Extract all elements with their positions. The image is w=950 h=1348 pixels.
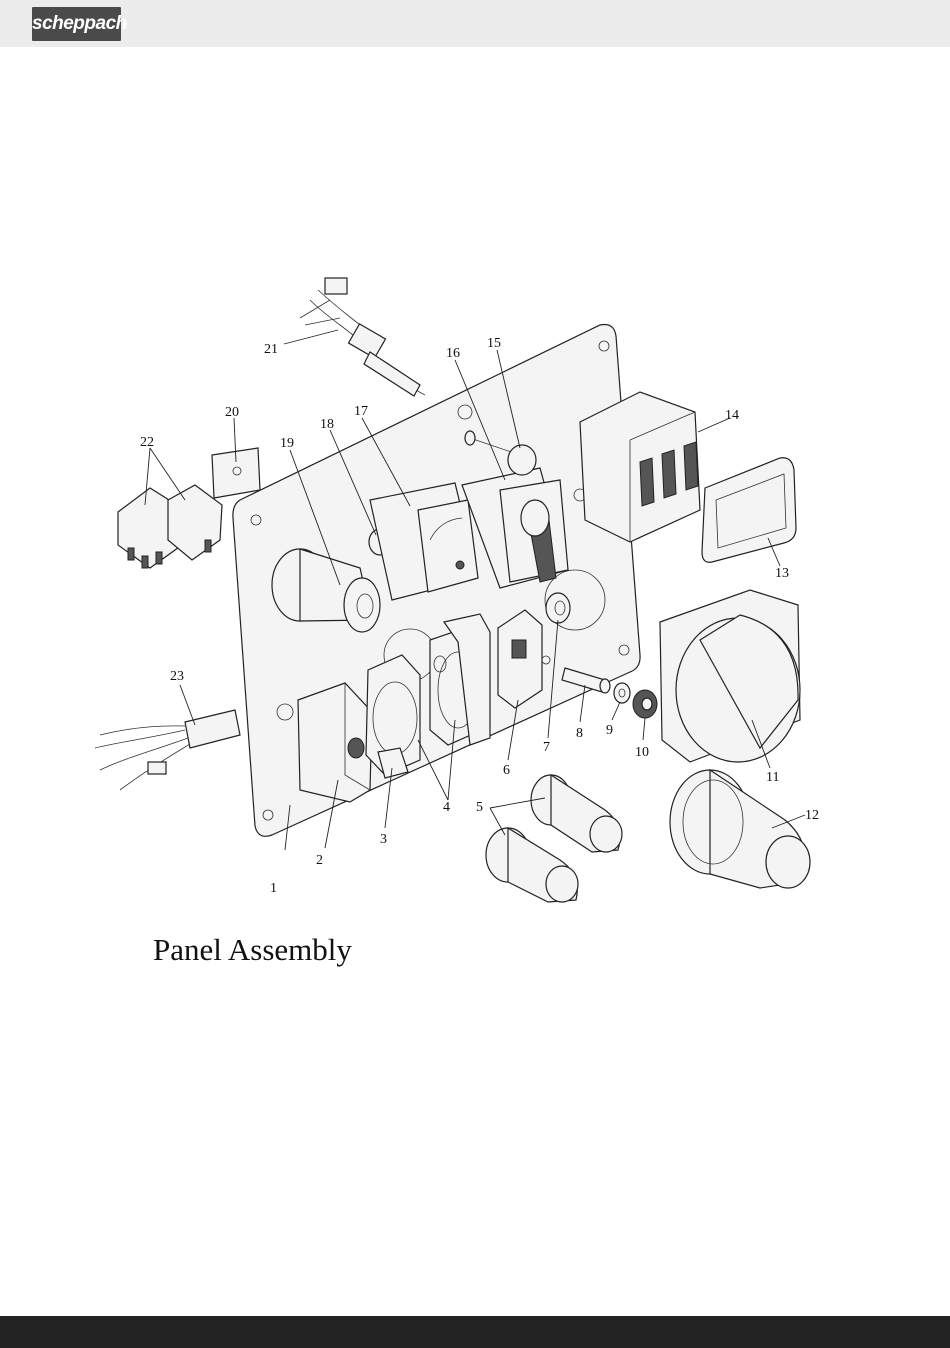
callout-9: 9 xyxy=(606,723,613,738)
part-5-plugs xyxy=(486,775,622,902)
callout-14: 14 xyxy=(725,408,739,423)
callout-22: 22 xyxy=(140,435,154,450)
callout-21: 21 xyxy=(264,342,278,357)
callout-13: 13 xyxy=(775,566,789,581)
callout-10: 10 xyxy=(635,745,649,760)
callout-17: 17 xyxy=(354,404,368,419)
callout-2: 2 xyxy=(316,853,323,868)
diagram-caption: Panel Assembly xyxy=(153,932,352,968)
callout-15: 15 xyxy=(487,336,501,351)
part-11-socket xyxy=(660,590,800,762)
part-9-washer xyxy=(614,683,630,703)
callout-18: 18 xyxy=(320,417,334,432)
callout-5: 5 xyxy=(476,800,483,815)
part-21-harness xyxy=(300,278,425,396)
callout-16: 16 xyxy=(446,346,460,361)
callout-4: 4 xyxy=(443,800,450,815)
part-22-relays xyxy=(118,485,222,568)
callout-3: 3 xyxy=(380,832,387,847)
callout-8: 8 xyxy=(576,726,583,741)
callout-6: 6 xyxy=(503,763,510,778)
footer-bar xyxy=(0,1316,950,1348)
callout-12: 12 xyxy=(805,808,819,823)
callout-7: 7 xyxy=(543,740,550,755)
callout-20: 20 xyxy=(225,405,239,420)
part-10-nut xyxy=(633,690,657,718)
part-13-cover xyxy=(702,458,796,563)
callout-23: 23 xyxy=(170,669,184,684)
callout-19: 19 xyxy=(280,436,294,451)
part-6-fuse-holder xyxy=(498,610,542,708)
callout-11: 11 xyxy=(766,770,779,785)
callout-1: 1 xyxy=(270,881,277,896)
part-2-outlet-box xyxy=(298,683,372,802)
part-3-socket xyxy=(366,655,420,778)
part-12-plug xyxy=(670,770,810,888)
part-23-cable xyxy=(95,710,240,790)
part-14-breaker xyxy=(580,392,700,542)
